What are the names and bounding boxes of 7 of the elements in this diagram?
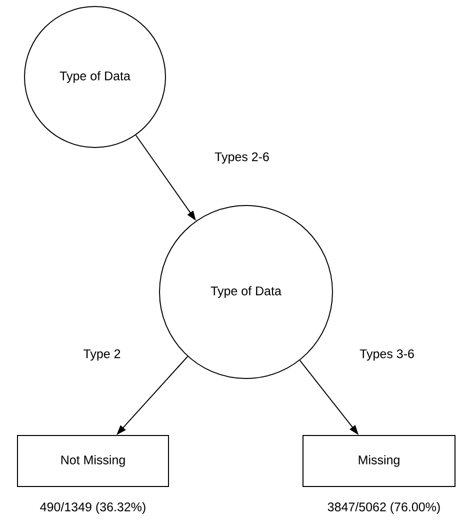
edge-label: Types 3-6 (358, 348, 416, 362)
edge-label: Type 2 (82, 348, 122, 362)
count-label: 490/1349 (36.32%) (40, 502, 146, 514)
leaf-box: Not Missing (17, 435, 169, 487)
count-label: 3847/5062 (76.00%) (328, 502, 440, 514)
edge-label: Types 2-6 (214, 151, 270, 165)
leaf-box: Missing (302, 435, 456, 487)
